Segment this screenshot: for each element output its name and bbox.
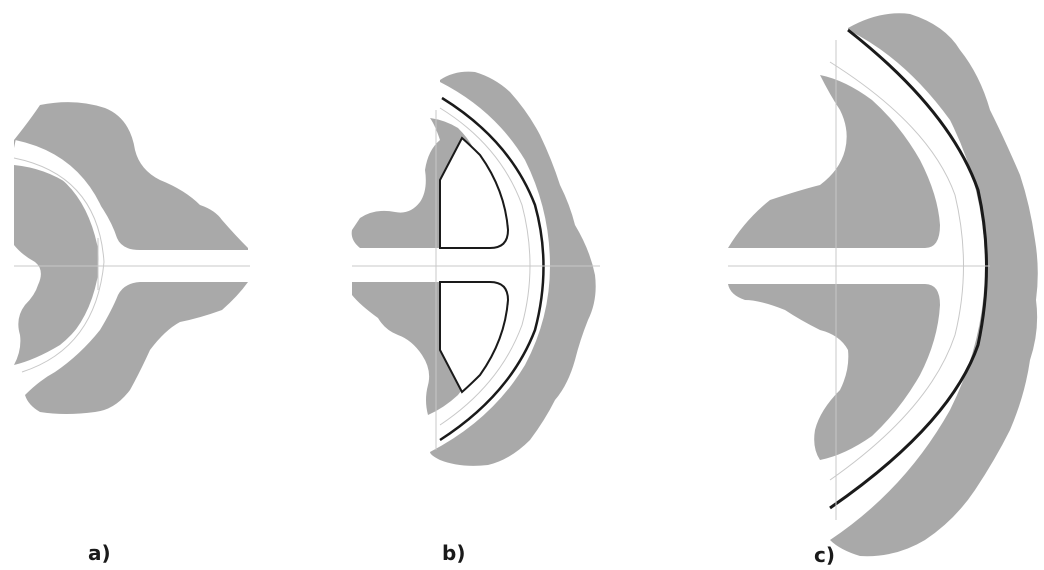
panel-b-outer-region xyxy=(430,71,596,466)
panel-b-upper-chamber xyxy=(439,136,510,249)
panel-a-guide-arc xyxy=(13,157,105,373)
panel-c-outer-arc xyxy=(829,28,988,510)
panel-c xyxy=(728,13,1038,557)
panel-c-label: c) xyxy=(814,543,835,567)
panel-c-guide-arc xyxy=(829,61,964,481)
panel-b xyxy=(351,71,600,466)
panel-c-inner-lower-region xyxy=(728,284,940,460)
panel-a-ring-band xyxy=(12,140,117,388)
panel-b-outer-arc xyxy=(439,96,545,442)
panel-b-lower-chamber xyxy=(439,281,510,394)
panel-a-outer-lower-region xyxy=(25,282,248,414)
panel-c-inner-upper-region xyxy=(728,75,940,248)
panel-b-label: b) xyxy=(442,541,465,565)
panel-a-label: a) xyxy=(88,541,111,565)
panel-c-outer-region xyxy=(830,13,1038,557)
panel-a xyxy=(12,102,250,414)
panel-a-inner-region xyxy=(14,165,99,365)
panel-a-outer-upper-region xyxy=(14,102,248,250)
